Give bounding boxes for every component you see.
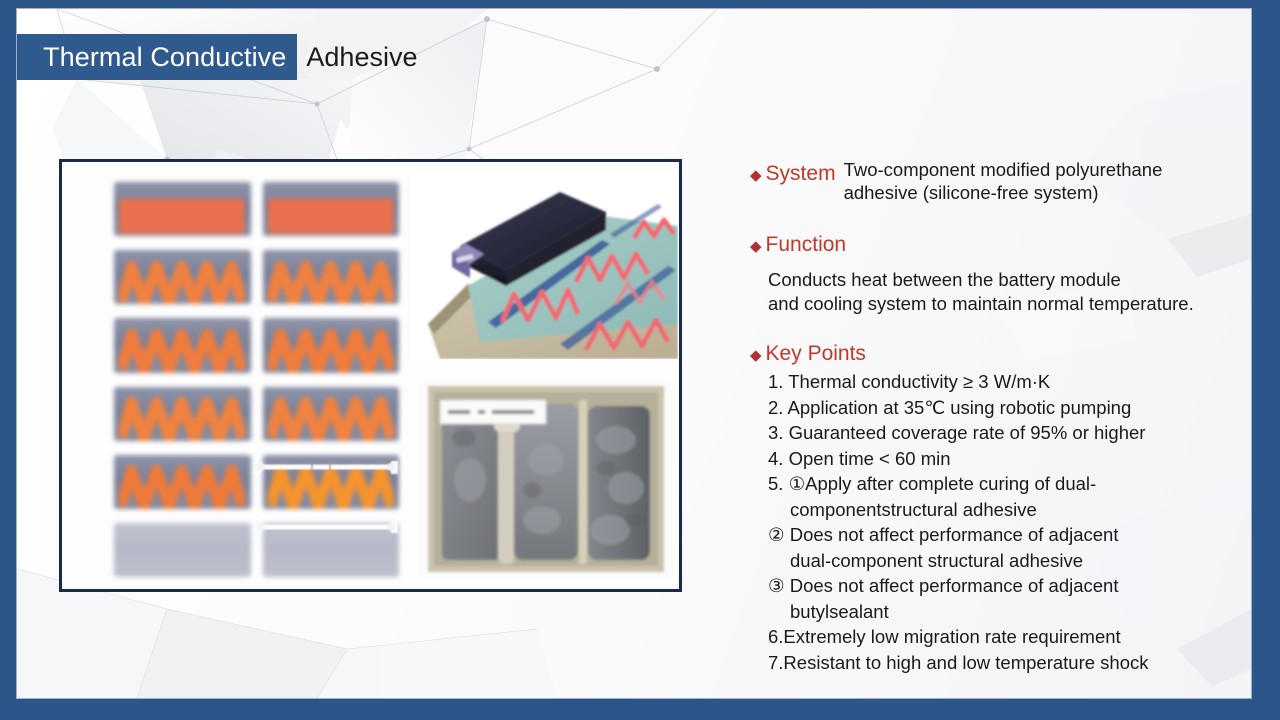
bullet-function-text-line2: and cooling system to maintain normal te… xyxy=(768,293,1194,314)
adhesive-tray-photo xyxy=(420,380,672,578)
bullet-system-label: System xyxy=(765,162,836,185)
bullet-system-text: Two-component modified polyurethane adhe… xyxy=(844,158,1163,204)
bullet-system-text-line1: Two-component modified polyurethane xyxy=(843,159,1163,180)
key-point-line: dual-component structural adhesive xyxy=(790,549,1084,571)
diamond-bullet-icon: ◆ xyxy=(750,238,762,255)
content-column: ◆ System Two-component modified polyuret… xyxy=(750,158,1251,675)
bullet-key-points: ◆ Key Points 1. Thermal conductivity ≥ 3… xyxy=(750,341,1251,675)
spacer xyxy=(750,316,1251,341)
key-points-list: 1. Thermal conductivity ≥ 3 W/m·K 2. Appl… xyxy=(768,369,1251,675)
battery-cell xyxy=(262,318,399,373)
page-title-highlight: Thermal Conductive xyxy=(17,34,298,80)
key-point-line: 3. Guaranteed coverage rate of 95% or hi… xyxy=(768,422,1146,443)
battery-cell xyxy=(114,250,251,305)
measurement-gauge-overlay xyxy=(254,461,398,533)
battery-cell xyxy=(114,182,251,237)
bullet-function-label: Function xyxy=(765,233,847,256)
key-point-line: 5. ①Apply after complete curing of dual- xyxy=(768,473,1097,494)
battery-cell xyxy=(262,454,399,509)
battery-cell xyxy=(262,386,399,441)
battery-cell xyxy=(262,250,399,305)
battery-cell xyxy=(114,386,251,441)
battery-cell xyxy=(114,454,251,509)
page-title-rest: Adhesive xyxy=(306,42,418,72)
bullet-system: ◆ System Two-component modified polyuret… xyxy=(750,158,1251,204)
battery-cell xyxy=(262,522,399,577)
key-point-line: ③ Does not affect performance of adjacen… xyxy=(768,575,1119,596)
bullet-function: ◆ Function Conducts heat between the bat… xyxy=(750,232,1251,316)
diamond-bullet-icon: ◆ xyxy=(750,347,762,364)
battery-cell xyxy=(114,522,251,577)
key-point-line: butylsealant xyxy=(790,600,889,622)
figure-panel xyxy=(59,159,682,592)
key-point-line: 7.Resistant to high and low temperature … xyxy=(768,651,1149,673)
key-point-line: componentstructural adhesive xyxy=(790,498,1037,520)
key-point-line: 2. Application at 35℃ using robotic pump… xyxy=(768,396,1132,418)
bullet-key-points-label: Key Points xyxy=(765,342,866,365)
spacer xyxy=(750,204,1251,232)
key-point-line: ② Does not affect performance of adjacen… xyxy=(768,524,1119,545)
spacer xyxy=(750,258,1251,268)
battery-cell xyxy=(262,182,399,237)
bullet-function-text-line1: Conducts heat between the battery module xyxy=(768,269,1121,290)
key-point-line: 4. Open time < 60 min xyxy=(768,447,951,469)
slide-canvas: Thermal Conductive Adhesive xyxy=(17,9,1251,698)
bullet-system-text-line2: adhesive (silicone-free system) xyxy=(843,182,1099,203)
battery-cell xyxy=(114,318,251,373)
diamond-bullet-icon: ◆ xyxy=(750,167,762,184)
module-placement-render xyxy=(410,174,678,359)
key-point-line: 6.Extremely low migration rate requireme… xyxy=(768,626,1121,647)
key-point-line: 1. Thermal conductivity ≥ 3 W/m·K xyxy=(768,371,1051,392)
page-title: Thermal Conductive Adhesive xyxy=(17,34,417,80)
